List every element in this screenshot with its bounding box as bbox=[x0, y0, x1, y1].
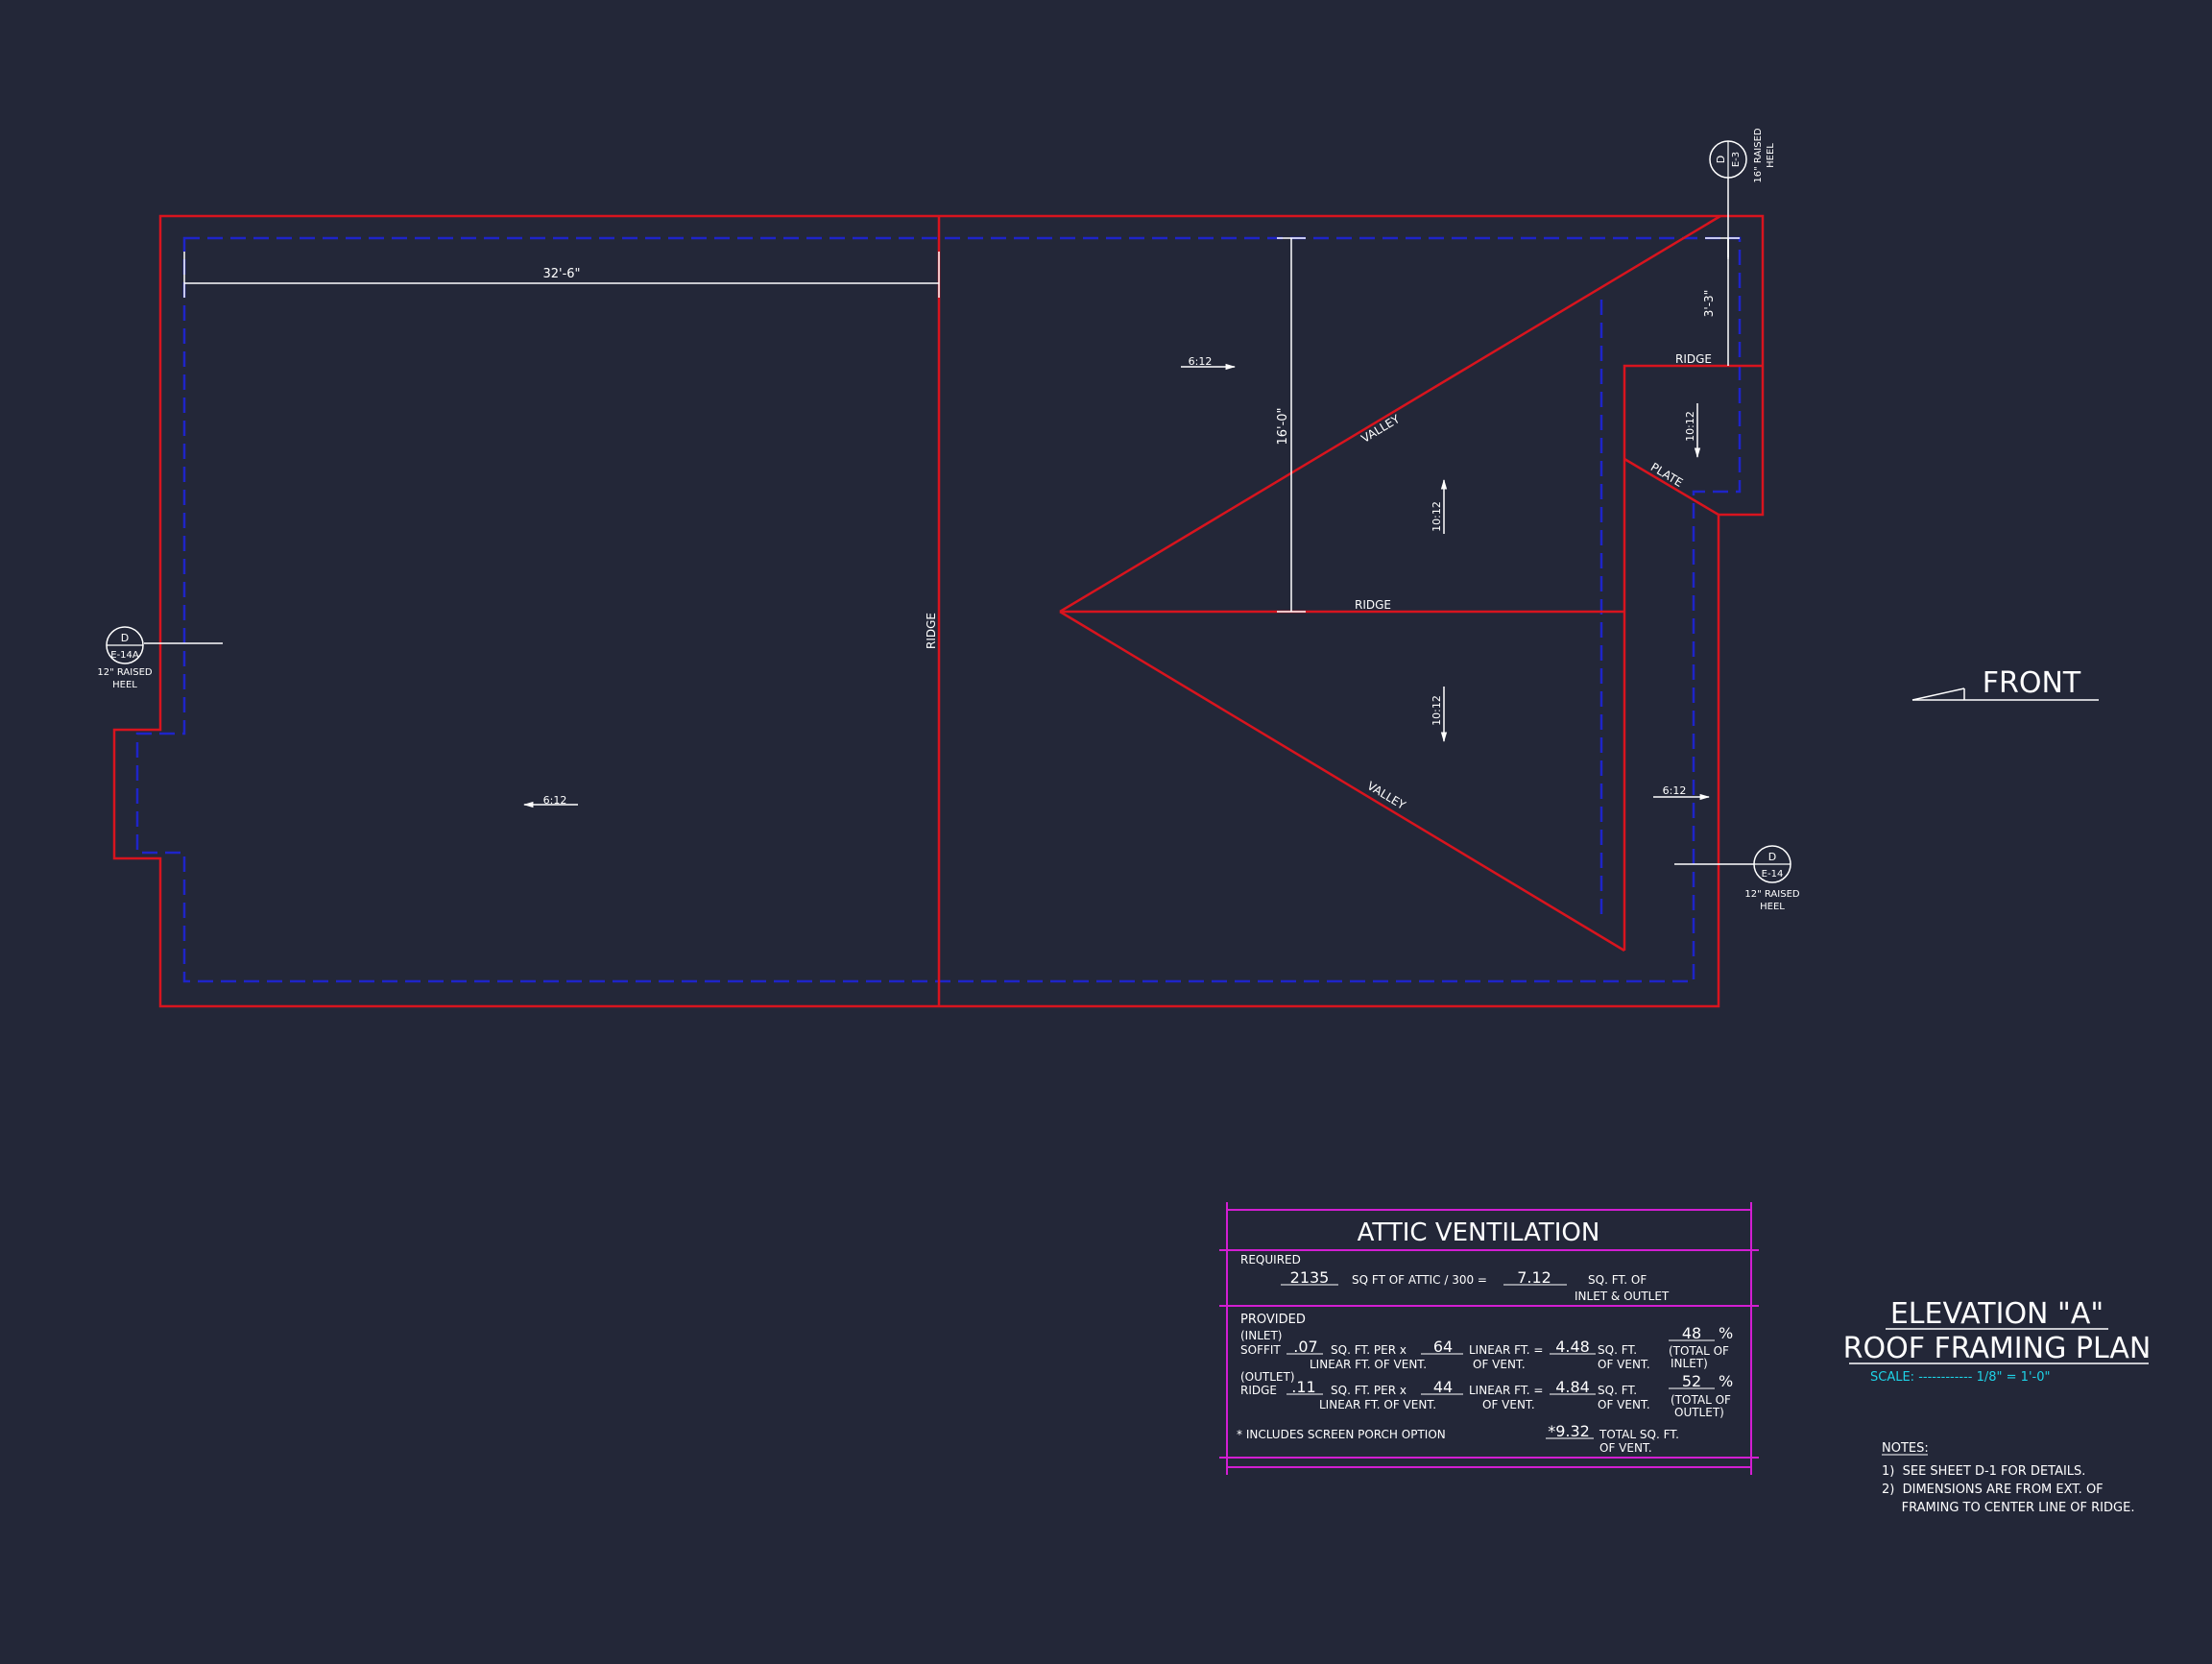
callout-top-bottom: E-3 bbox=[1731, 152, 1742, 167]
porch-note: * INCLUDES SCREEN PORCH OPTION bbox=[1237, 1428, 1446, 1441]
dimension-small-label: 3'-3" bbox=[1702, 290, 1716, 317]
ridge-total: 4.84 bbox=[1555, 1378, 1590, 1396]
ridge-label-mid: RIDGE bbox=[1355, 598, 1391, 612]
note-item: FRAMING TO CENTER LINE OF RIDGE. bbox=[1882, 1501, 2134, 1515]
attic-sqft-value: 2135 bbox=[1290, 1268, 1330, 1287]
callout-right-note1: 12" RAISED bbox=[1744, 889, 1800, 900]
inlet-percent-sign: % bbox=[1719, 1324, 1733, 1342]
ridge-vent-value: .11 bbox=[1291, 1378, 1315, 1396]
required-unit2: INLET & OUTLET bbox=[1575, 1290, 1670, 1303]
ridge-per-sub: LINEAR FT. OF VENT. bbox=[1319, 1398, 1436, 1411]
note-item: 1) SEE SHEET D-1 FOR DETAILS. bbox=[1882, 1464, 2085, 1479]
pitch-label-right: 6:12 bbox=[1663, 784, 1687, 797]
soffit-per-text: SQ. FT. PER x bbox=[1331, 1343, 1407, 1357]
callout-top-note2: HEEL bbox=[1766, 143, 1776, 168]
title-line2: ROOF FRAMING PLAN bbox=[1843, 1332, 2152, 1365]
ridge-vent-label: RIDGE bbox=[1240, 1384, 1277, 1397]
pitch-arrow-wing: 10:12 bbox=[1684, 403, 1701, 459]
soffit-linear: 64 bbox=[1433, 1338, 1453, 1356]
title-block: ELEVATION "A" ROOF FRAMING PLAN SCALE: -… bbox=[1843, 1297, 2152, 1385]
inlet-label: (INLET) bbox=[1240, 1329, 1282, 1342]
inlet-total-b: INLET) bbox=[1671, 1357, 1708, 1370]
required-result: 7.12 bbox=[1517, 1268, 1551, 1287]
upper-valley-line bbox=[1059, 214, 1721, 614]
dimension-depth-label: 16'-0" bbox=[1276, 407, 1290, 445]
pitch-label-wing: 10:12 bbox=[1684, 411, 1696, 442]
callout-left-note2: HEEL bbox=[112, 680, 137, 690]
dimension-width-label: 32'-6" bbox=[542, 267, 580, 281]
grand-total: *9.32 bbox=[1548, 1422, 1590, 1440]
callout-right-top: D bbox=[1768, 851, 1776, 863]
title-line1: ELEVATION "A" bbox=[1890, 1297, 2104, 1331]
pitch-label-top: 6:12 bbox=[1189, 355, 1213, 368]
callout-left-top: D bbox=[121, 632, 129, 644]
dimension-width: 32'-6" bbox=[183, 252, 940, 298]
notes-heading: NOTES: bbox=[1882, 1441, 1929, 1456]
ventilation-title: ATTIC VENTILATION bbox=[1358, 1218, 1600, 1247]
callout-top-top: D bbox=[1715, 156, 1727, 163]
ridge-per-text: SQ. FT. PER x bbox=[1331, 1384, 1407, 1397]
outlet-label: (OUTLET) bbox=[1240, 1370, 1295, 1384]
ridge-label-main: RIDGE bbox=[925, 613, 938, 649]
callout-right-note2: HEEL bbox=[1760, 902, 1785, 912]
scale-label: SCALE: ------------ 1/8" = 1'-0" bbox=[1870, 1370, 2050, 1385]
section-callout-top[interactable]: D E-3 16" RAISED HEEL bbox=[1709, 128, 1776, 257]
grand-total-text: TOTAL SQ. FT. bbox=[1599, 1428, 1679, 1441]
outlet-total-b: OUTLET) bbox=[1674, 1406, 1724, 1419]
inlet-total-a: (TOTAL OF bbox=[1669, 1344, 1729, 1358]
soffit-sqft-text: SQ. FT. bbox=[1598, 1343, 1637, 1357]
plate-line bbox=[1623, 457, 1719, 517]
outlet-percent-sign: % bbox=[1719, 1372, 1733, 1390]
wall-line-dashed bbox=[135, 236, 1742, 983]
front-indicator: FRONT bbox=[1911, 666, 2099, 701]
pitch-arrow-top: 6:12 bbox=[1181, 355, 1237, 371]
attic-sqft-text: SQ FT OF ATTIC / 300 = bbox=[1352, 1273, 1487, 1287]
section-callout-left[interactable]: D E-14A 12" RAISED HEEL bbox=[97, 626, 223, 690]
ridge-sqft-of-vent: OF VENT. bbox=[1598, 1398, 1650, 1411]
ridge-label-right: RIDGE bbox=[1675, 352, 1712, 366]
front-label: FRONT bbox=[1983, 666, 2081, 700]
soffit-label: SOFFIT bbox=[1240, 1343, 1281, 1357]
pitch-arrow-down: 10:12 bbox=[1431, 687, 1448, 743]
grand-total-sub: OF VENT. bbox=[1599, 1441, 1652, 1455]
notes-block: NOTES: 1) SEE SHEET D-1 FOR DETAILS. 2) … bbox=[1882, 1441, 2134, 1515]
soffit-of-vent: OF VENT. bbox=[1473, 1358, 1526, 1371]
wing-ridge-outline bbox=[1623, 364, 1763, 951]
callout-left-note1: 12" RAISED bbox=[97, 667, 153, 678]
ridge-linear: 44 bbox=[1433, 1378, 1453, 1396]
provided-label: PROVIDED bbox=[1240, 1313, 1306, 1327]
pitch-arrow-right: 6:12 bbox=[1653, 784, 1711, 801]
soffit-sqft-of-vent: OF VENT. bbox=[1598, 1358, 1650, 1371]
callout-right-bottom: E-14 bbox=[1762, 869, 1784, 880]
lower-valley-line bbox=[1059, 610, 1625, 953]
note-item: 2) DIMENSIONS ARE FROM EXT. OF bbox=[1882, 1483, 2104, 1497]
inlet-percent: 48 bbox=[1682, 1324, 1701, 1342]
soffit-per-sub: LINEAR FT. OF VENT. bbox=[1310, 1358, 1427, 1371]
outlet-total-a: (TOTAL OF bbox=[1671, 1393, 1731, 1407]
dimension-small: 3'-3" bbox=[1702, 237, 1740, 366]
soffit-total: 4.48 bbox=[1555, 1338, 1590, 1356]
pitch-label-left: 6:12 bbox=[543, 794, 567, 807]
required-unit1: SQ. FT. OF bbox=[1588, 1273, 1647, 1287]
required-label: REQUIRED bbox=[1240, 1253, 1301, 1266]
ridge-of-vent: OF VENT. bbox=[1482, 1398, 1535, 1411]
ridge-linear-text: LINEAR FT. = bbox=[1469, 1384, 1543, 1397]
ridge-sqft-text: SQ. FT. bbox=[1598, 1384, 1637, 1397]
section-callout-right[interactable]: D E-14 12" RAISED HEEL bbox=[1674, 845, 1800, 912]
roof-plan: RIDGE RIDGE RIDGE VALLEY VALLEY PLATE 32… bbox=[112, 214, 1765, 1008]
pitch-label-down: 10:12 bbox=[1431, 695, 1443, 726]
callout-top-note1: 16" RAISED bbox=[1753, 128, 1764, 183]
callout-left-bottom: E-14A bbox=[110, 650, 139, 661]
soffit-value: .07 bbox=[1293, 1338, 1317, 1356]
attic-ventilation-table: ATTIC VENTILATION REQUIRED 2135 SQ FT OF… bbox=[1219, 1202, 1759, 1475]
soffit-linear-text: LINEAR FT. = bbox=[1469, 1343, 1543, 1357]
pitch-label-up: 10:12 bbox=[1431, 501, 1443, 532]
roof-outline bbox=[112, 214, 1765, 1008]
pitch-arrow-up: 10:12 bbox=[1431, 478, 1448, 534]
dimension-depth: 16'-0" bbox=[1276, 237, 1306, 613]
outlet-percent: 52 bbox=[1682, 1372, 1701, 1390]
pitch-arrow-left: 6:12 bbox=[522, 794, 578, 808]
